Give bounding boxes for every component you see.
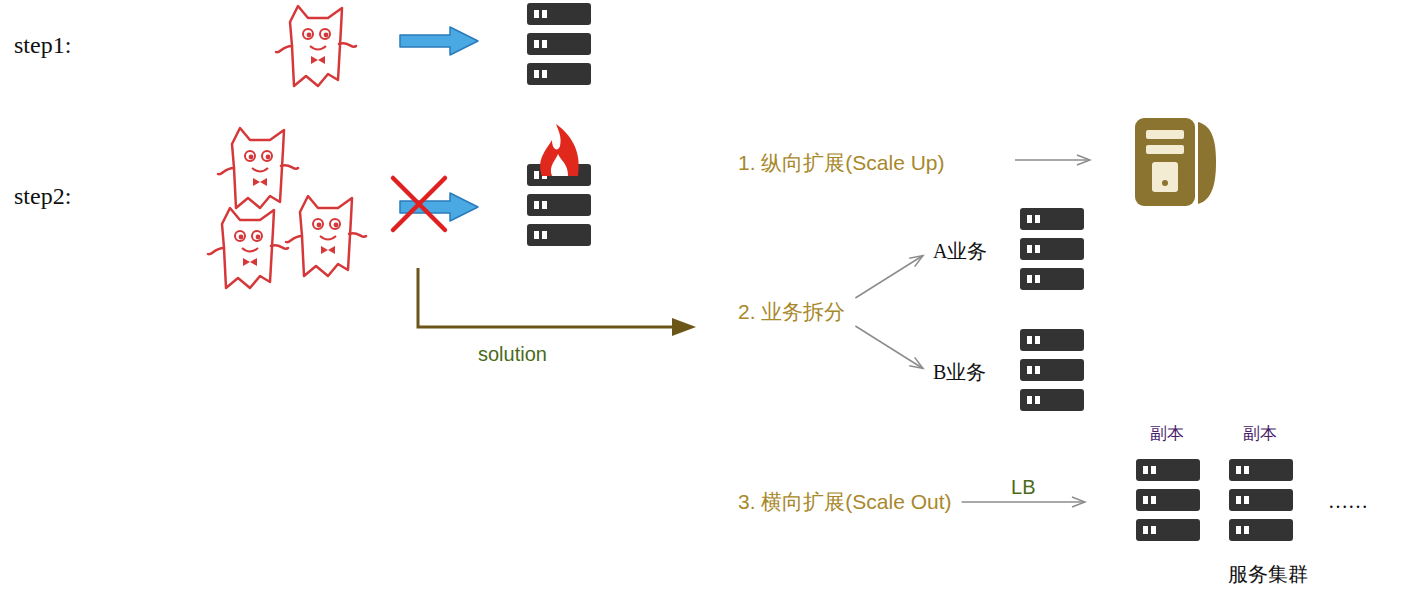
- ellipsis: ……: [1328, 490, 1368, 513]
- replica-server: 副本: [1135, 422, 1199, 445]
- user-figure: [286, 196, 366, 276]
- node-text: 服务集群: [1228, 561, 1308, 588]
- connector-arrow: [962, 501, 1085, 503]
- node-text: 1. 纵向扩展(Scale Up): [738, 149, 945, 177]
- solution-arrow-head: [672, 318, 696, 336]
- node-text: A业务: [933, 238, 987, 265]
- scale-up-arrow: [1015, 159, 1090, 161]
- node-text: 副本: [1243, 422, 1277, 445]
- solution-title: 1. 纵向扩展(Scale Up): [738, 149, 945, 177]
- pc-tower-icon: [1135, 118, 1216, 206]
- node-text: 2. 业务拆分: [738, 298, 845, 326]
- solution-label: solution: [478, 343, 547, 366]
- node-text: 副本: [1150, 422, 1184, 445]
- blocked-cross: [393, 178, 445, 230]
- solution-arrow: [418, 268, 676, 327]
- solution-title: 2. 业务拆分: [738, 298, 845, 326]
- connector-arrow: [855, 326, 923, 369]
- business-label: A业务: [933, 238, 987, 265]
- server-icon: [1229, 459, 1293, 541]
- solution-title: 3. 横向扩展(Scale Out): [738, 488, 952, 516]
- server-icon: [1136, 459, 1200, 541]
- fire-icon: [540, 124, 579, 176]
- user-figure: [276, 6, 356, 86]
- fire-icon: [551, 154, 568, 176]
- business-label: B业务: [933, 359, 986, 386]
- step-label: step1:: [14, 32, 71, 59]
- step-label: step2:: [14, 183, 71, 210]
- user-figure: [218, 128, 298, 208]
- node-text: B业务: [933, 359, 986, 386]
- edge-label: LB: [1009, 476, 1037, 499]
- server-icon: [1020, 208, 1084, 290]
- server-icon: [527, 164, 591, 246]
- node-text: 3. 横向扩展(Scale Out): [738, 488, 952, 516]
- service-cluster: 服务集群 副本 副本: [1095, 420, 1305, 588]
- server-icon: [1020, 329, 1084, 411]
- replica-server: 副本: [1228, 422, 1292, 445]
- connector-arrow: [855, 256, 923, 299]
- server-icon: [527, 3, 591, 85]
- user-figure: [208, 208, 288, 288]
- request-arrow: [400, 27, 478, 55]
